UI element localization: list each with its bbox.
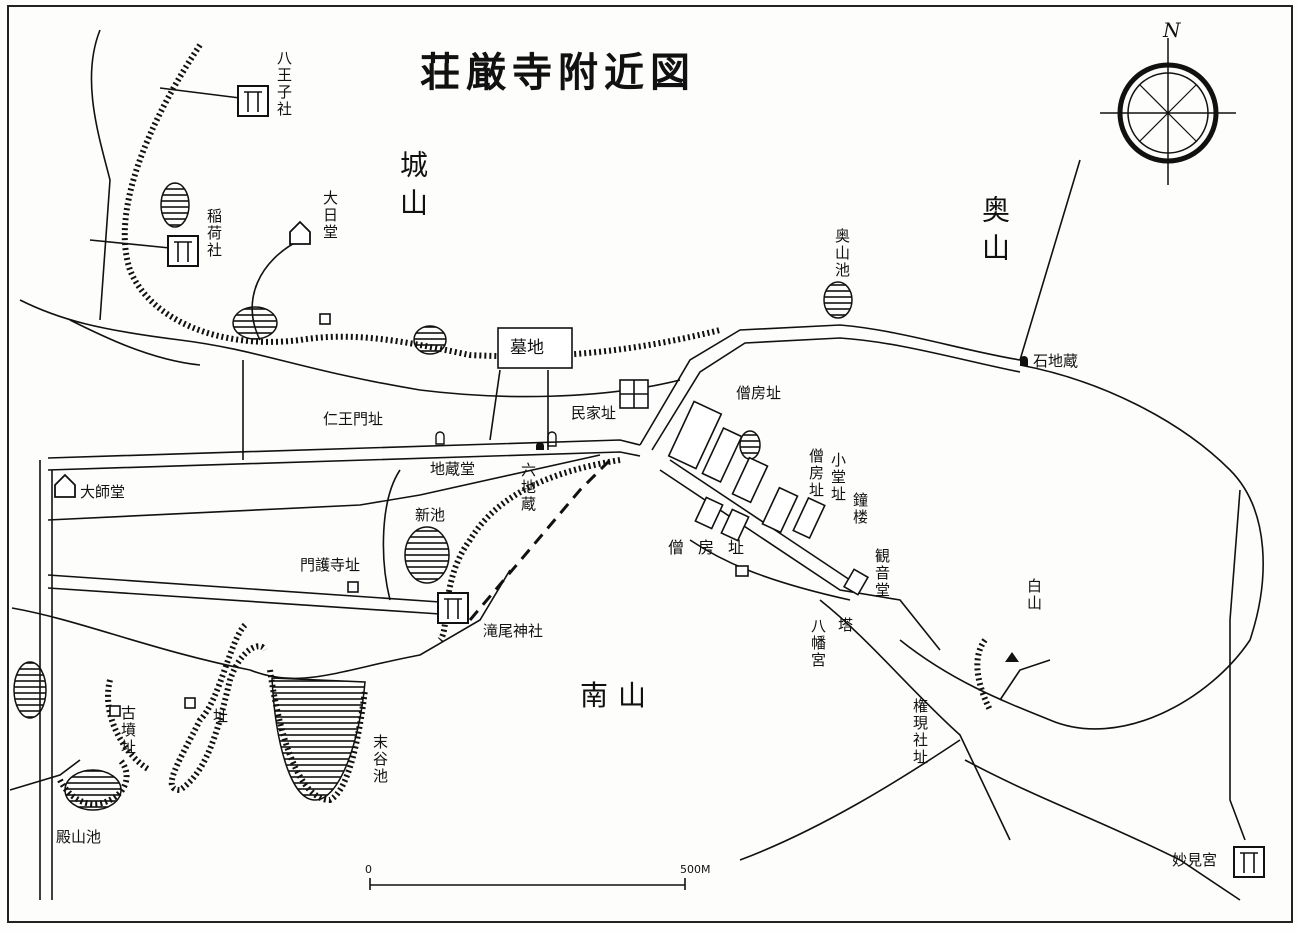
label-okuyama: 奥山: [978, 195, 1011, 271]
dashed-path: [468, 458, 612, 621]
pond-inari: [160, 182, 190, 228]
ponds: [13, 182, 853, 811]
label-hachiman: 八幡宮: [809, 618, 827, 669]
label-myokengu: 妙見宮: [1172, 851, 1218, 869]
label-tonoyama: 殿山池: [56, 828, 102, 846]
label-gongen: 権現社址: [911, 698, 929, 766]
label-shoro: 鐘楼: [851, 492, 869, 526]
pond-shin: [404, 526, 450, 584]
label-minka: 民家址: [571, 404, 617, 422]
label-mongoji: 門護寺址: [300, 556, 361, 574]
buildings: [109, 313, 870, 717]
label-takio: 滝尾神社: [483, 622, 544, 640]
label-kodo: 小堂址: [829, 452, 847, 503]
scale-start-label: 0: [365, 863, 372, 876]
shrine-icon: [237, 85, 269, 117]
label-rokujizo: 六地蔵: [519, 462, 537, 513]
scale-bar: [369, 878, 686, 890]
label-joyama: 城山: [396, 150, 429, 226]
label-suetani: 末谷池: [371, 734, 389, 785]
shrine-icon: [167, 235, 199, 267]
label-to: 塔: [838, 616, 854, 634]
scale-end-label: 500M: [680, 863, 711, 876]
ridges: [57, 43, 993, 807]
label-jizodo: 地蔵堂: [430, 460, 476, 478]
label-okuyama-ike: 奥山池: [833, 228, 851, 279]
pond-tonoyama: [64, 769, 122, 811]
pond-west: [13, 661, 47, 719]
shrine-icon: [1233, 846, 1265, 878]
bochi-box: [497, 327, 573, 369]
hall-icon: [54, 220, 311, 498]
label-hakusan: 白山: [1025, 578, 1043, 612]
label-taishido: 大師堂: [80, 483, 126, 501]
map-title: 荘厳寺附近図: [420, 49, 696, 96]
label-sobo-1: 僧房址: [736, 384, 782, 402]
label-bochi: 墓地: [510, 338, 544, 358]
label-ato-small: 址: [211, 708, 229, 725]
pond-suetani: [271, 677, 366, 801]
jizo-icons: [435, 356, 1028, 662]
label-hachioji: 八王子社: [275, 50, 293, 118]
roads: [9, 29, 1264, 901]
label-shin-ike: 新池: [415, 506, 446, 524]
label-niomon: 仁王門址: [323, 410, 384, 428]
label-sobo-2: 僧房址: [807, 448, 825, 499]
map-border: [7, 5, 1293, 923]
compass-north-label: N: [1163, 18, 1181, 42]
label-dainichido: 大日堂: [321, 190, 339, 241]
compass-icon: [1100, 38, 1236, 185]
label-kannondo: 観音堂: [873, 548, 891, 599]
label-inari: 稲荷社: [205, 208, 223, 259]
shrine-symbols: [167, 85, 1265, 878]
label-kofun: 古墳址: [119, 705, 137, 756]
pond-hoonin: [739, 430, 761, 460]
label-minamiyama: 南山: [580, 679, 657, 712]
label-ishijizo: 石地蔵: [1033, 352, 1079, 370]
pond-small: [413, 325, 447, 355]
pond-okuyama: [823, 281, 853, 319]
shrine-icon: [437, 592, 469, 624]
label-sobo-3: 僧房址: [668, 538, 759, 557]
pond-joyama: [232, 306, 278, 340]
